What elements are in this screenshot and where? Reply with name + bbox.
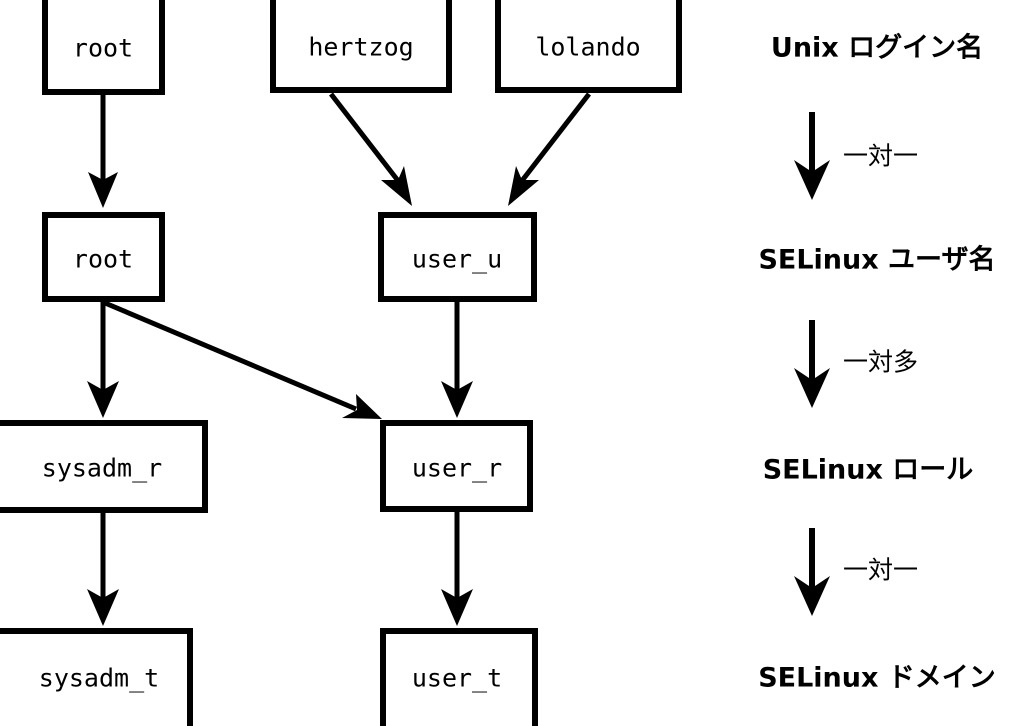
edge-sysadm-r-to-sysadm-t [87,513,119,626]
stage-label-unix-login: Unix ログイン名 [771,32,983,64]
cardinality-label-one-to-one-domain: 一対一 [843,556,918,585]
node-role-sysadm-r[interactable]: sysadm_r [0,420,208,513]
node-label: root [73,34,133,63]
node-label: hertzog [308,33,413,62]
legend-arrow-one-to-one-domain [794,528,830,616]
node-seuser-user-u[interactable]: user_u [378,212,537,302]
node-label: sysadm_t [39,664,159,693]
node-label: lolando [535,33,640,62]
node-domain-user-t[interactable]: user_t [380,628,538,726]
node-domain-sysadm-t[interactable]: sysadm_t [0,628,193,726]
edge-user-u-to-user-r [441,302,473,418]
stage-label-selinux-user: SELinux ユーザ名 [758,244,995,276]
node-login-root[interactable]: root [42,0,165,95]
legend-arrow-one-to-many-role [794,320,830,408]
node-label: sysadm_r [42,454,162,483]
legend-arrow-one-to-one-user [794,112,830,200]
node-label: user_r [412,454,502,483]
edge-hertzog-to-user-u [329,92,412,206]
node-login-lolando[interactable]: lolando [495,0,682,93]
edge-seuser-root-to-user-r [104,300,382,419]
edge-login-root-to-seuser-root [88,95,118,208]
node-seuser-root[interactable]: root [42,212,165,302]
node-role-user-r[interactable]: user_r [380,420,533,512]
edge-seuser-root-to-sysadm-r [87,302,119,418]
stage-label-selinux-role: SELinux ロール [763,455,974,486]
edge-lolando-to-user-u [508,92,591,206]
node-login-hertzog[interactable]: hertzog [270,0,452,93]
cardinality-label-one-to-one-user: 一対一 [843,142,918,171]
node-label: user_u [412,245,502,274]
node-label: user_t [412,664,502,693]
stage-label-selinux-domain: SELinux ドメイン [758,663,996,694]
node-label: root [73,245,133,274]
edge-user-r-to-user-t [441,512,473,626]
cardinality-label-one-to-many-role: 一対多 [843,348,918,377]
